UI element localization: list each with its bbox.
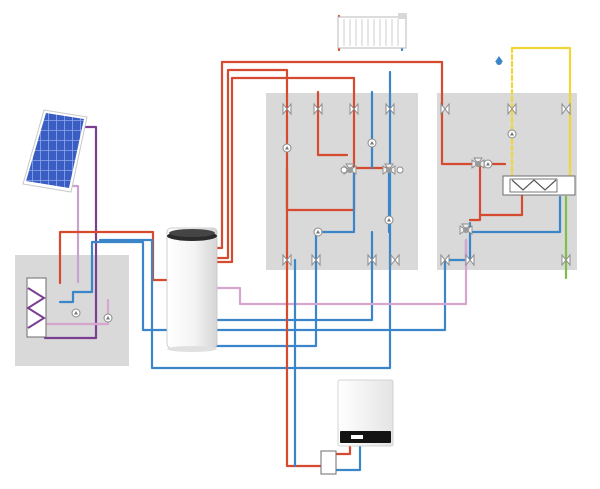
boiler-connection-pipes [285,258,362,472]
solar-circuit-pipes [43,90,392,370]
plate-heat-exchanger-icon [502,175,576,196]
solar-collector-icon [22,109,88,193]
solar-heat-exchanger-icon [26,277,47,338]
storage-tank-icon [166,227,218,352]
drip-indicator-drop-icon [496,59,502,65]
heating-sensor-2-icon [396,166,404,174]
radiator-icon [337,13,407,49]
wall-boiler-icon [337,379,394,447]
heating-circuit-module [266,93,418,270]
solar-return-pump-icon [103,313,113,323]
solar-pump-icon [71,308,81,318]
heating-sensor-icon [340,166,348,174]
hydraulic-separator-icon [320,450,337,475]
